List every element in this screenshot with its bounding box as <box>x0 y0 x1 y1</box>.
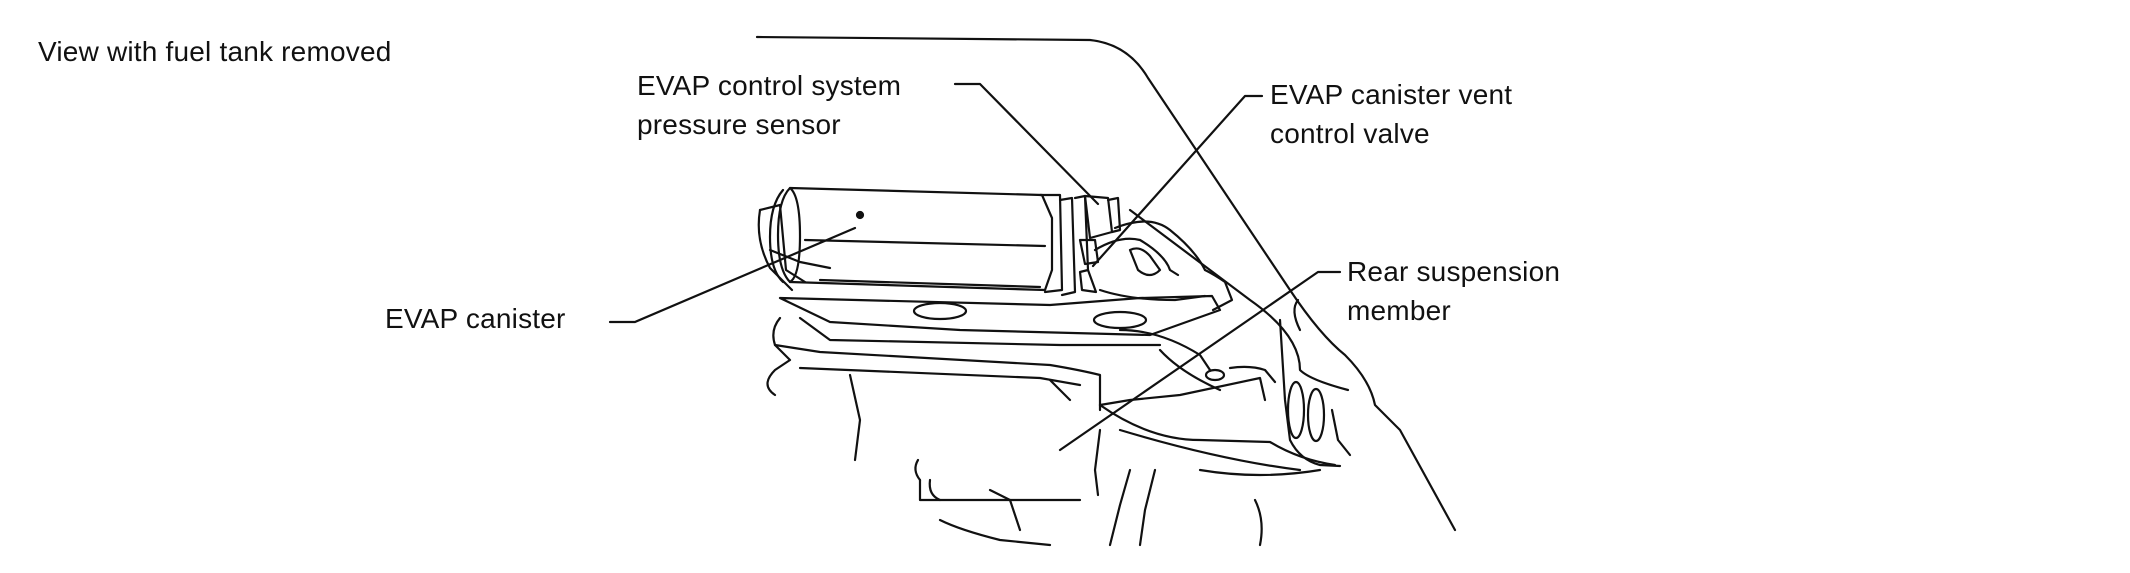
callout-pressure-sensor: EVAP control system pressure sensor <box>637 70 902 140</box>
leader-canister <box>608 226 857 324</box>
body-panel-outline <box>755 35 1457 532</box>
callout-vent-valve: EVAP canister vent control valve <box>1270 79 1513 149</box>
callout-evap-canister: EVAP canister <box>385 303 566 334</box>
sensor-valve-assembly <box>1038 193 1234 312</box>
body-panel-inner <box>1128 208 1350 392</box>
leader-pressure-sensor <box>953 82 1100 206</box>
leader-lines <box>608 82 1342 452</box>
callout-rear-suspension-member: Rear suspension member <box>1347 256 1561 326</box>
canister-bracket <box>757 203 1222 347</box>
view-title: View with fuel tank removed <box>38 36 392 67</box>
leader-vent-valve <box>1091 94 1264 268</box>
lower-body-structure <box>766 298 1352 547</box>
evap-canister-body <box>768 186 1054 292</box>
leader-rear-suspension <box>1058 270 1342 452</box>
